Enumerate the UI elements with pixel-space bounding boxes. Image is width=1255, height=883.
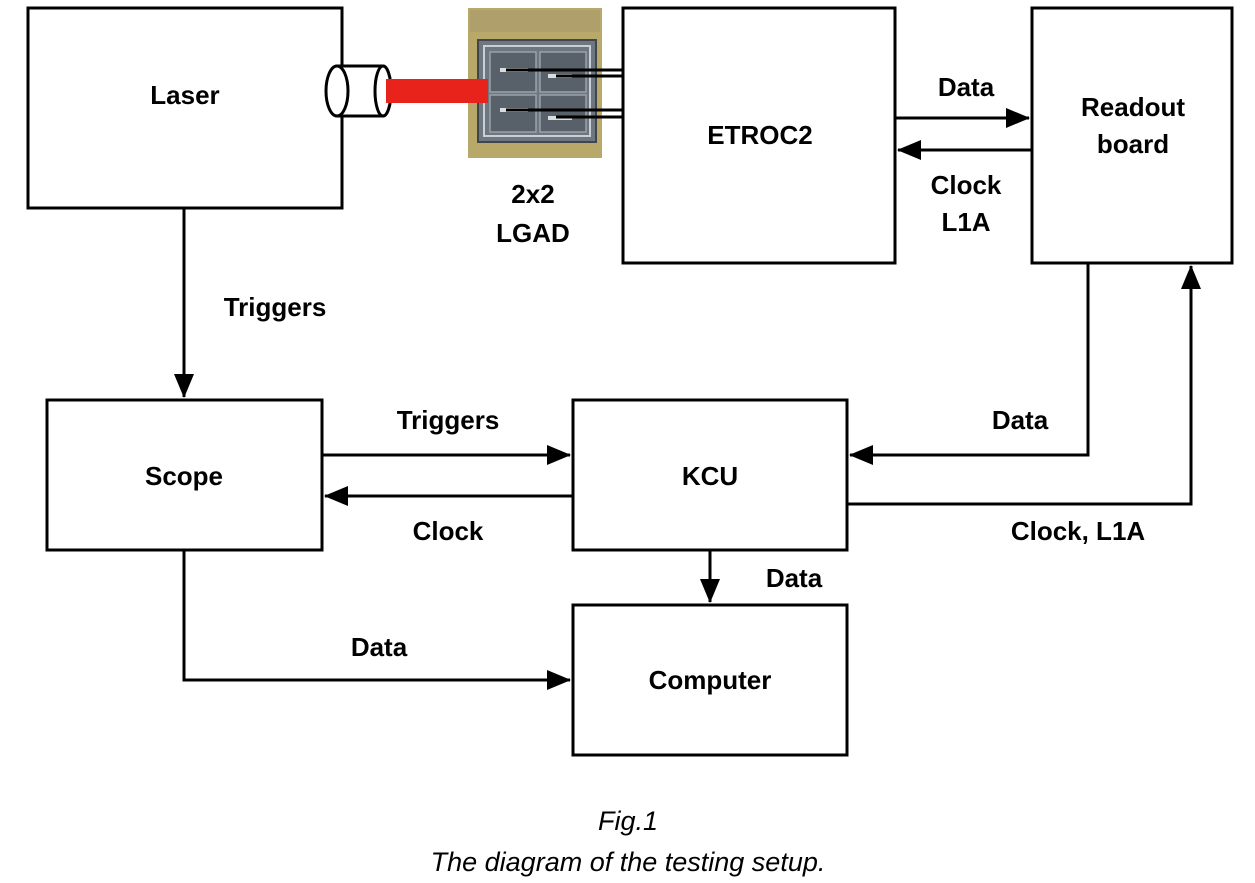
label-etroc-to-readout: Data — [938, 72, 995, 102]
arrow-kcu-to-readout — [847, 265, 1201, 506]
label-readout-to-etroc-line1: Clock — [931, 170, 1002, 200]
computer-label: Computer — [649, 665, 772, 695]
label-scope-to-kcu: Triggers — [397, 405, 500, 435]
label-kcu-to-computer: Data — [766, 563, 823, 593]
lgad-sensor-icon — [468, 8, 602, 158]
etroc2-block: ETROC2 — [621, 6, 897, 265]
laser-label: Laser — [150, 80, 219, 110]
label-scope-to-computer: Data — [351, 632, 408, 662]
sensor-label-line1: 2x2 — [511, 179, 554, 209]
sensor-label-line2: LGAD — [496, 218, 570, 248]
label-readout-to-kcu: Data — [992, 405, 1049, 435]
arrow-readout-to-kcu — [849, 263, 1090, 465]
label-readout-to-etroc-line2: L1A — [941, 207, 990, 237]
scope-block: Scope — [45, 398, 324, 552]
laser-block: Laser — [26, 6, 344, 210]
computer-block: Computer — [571, 603, 849, 757]
scope-label: Scope — [145, 461, 223, 491]
readout-board-block: Readout board — [1030, 6, 1234, 265]
label-laser-to-scope: Triggers — [224, 292, 327, 322]
laser-beam — [386, 79, 488, 103]
etroc2-label: ETROC2 — [707, 120, 812, 150]
kcu-label: KCU — [682, 461, 738, 491]
readout-label-line1: Readout — [1081, 92, 1185, 122]
readout-label-line2: board — [1097, 129, 1169, 159]
figure-caption: The diagram of the testing setup. — [431, 847, 826, 877]
kcu-block: KCU — [571, 398, 849, 552]
arrow-scope-to-computer — [182, 550, 571, 690]
label-kcu-to-scope: Clock — [413, 516, 484, 546]
label-kcu-to-readout: Clock, L1A — [1011, 516, 1146, 546]
laser-head-icon — [324, 64, 393, 118]
figure-number: Fig.1 — [598, 806, 658, 836]
